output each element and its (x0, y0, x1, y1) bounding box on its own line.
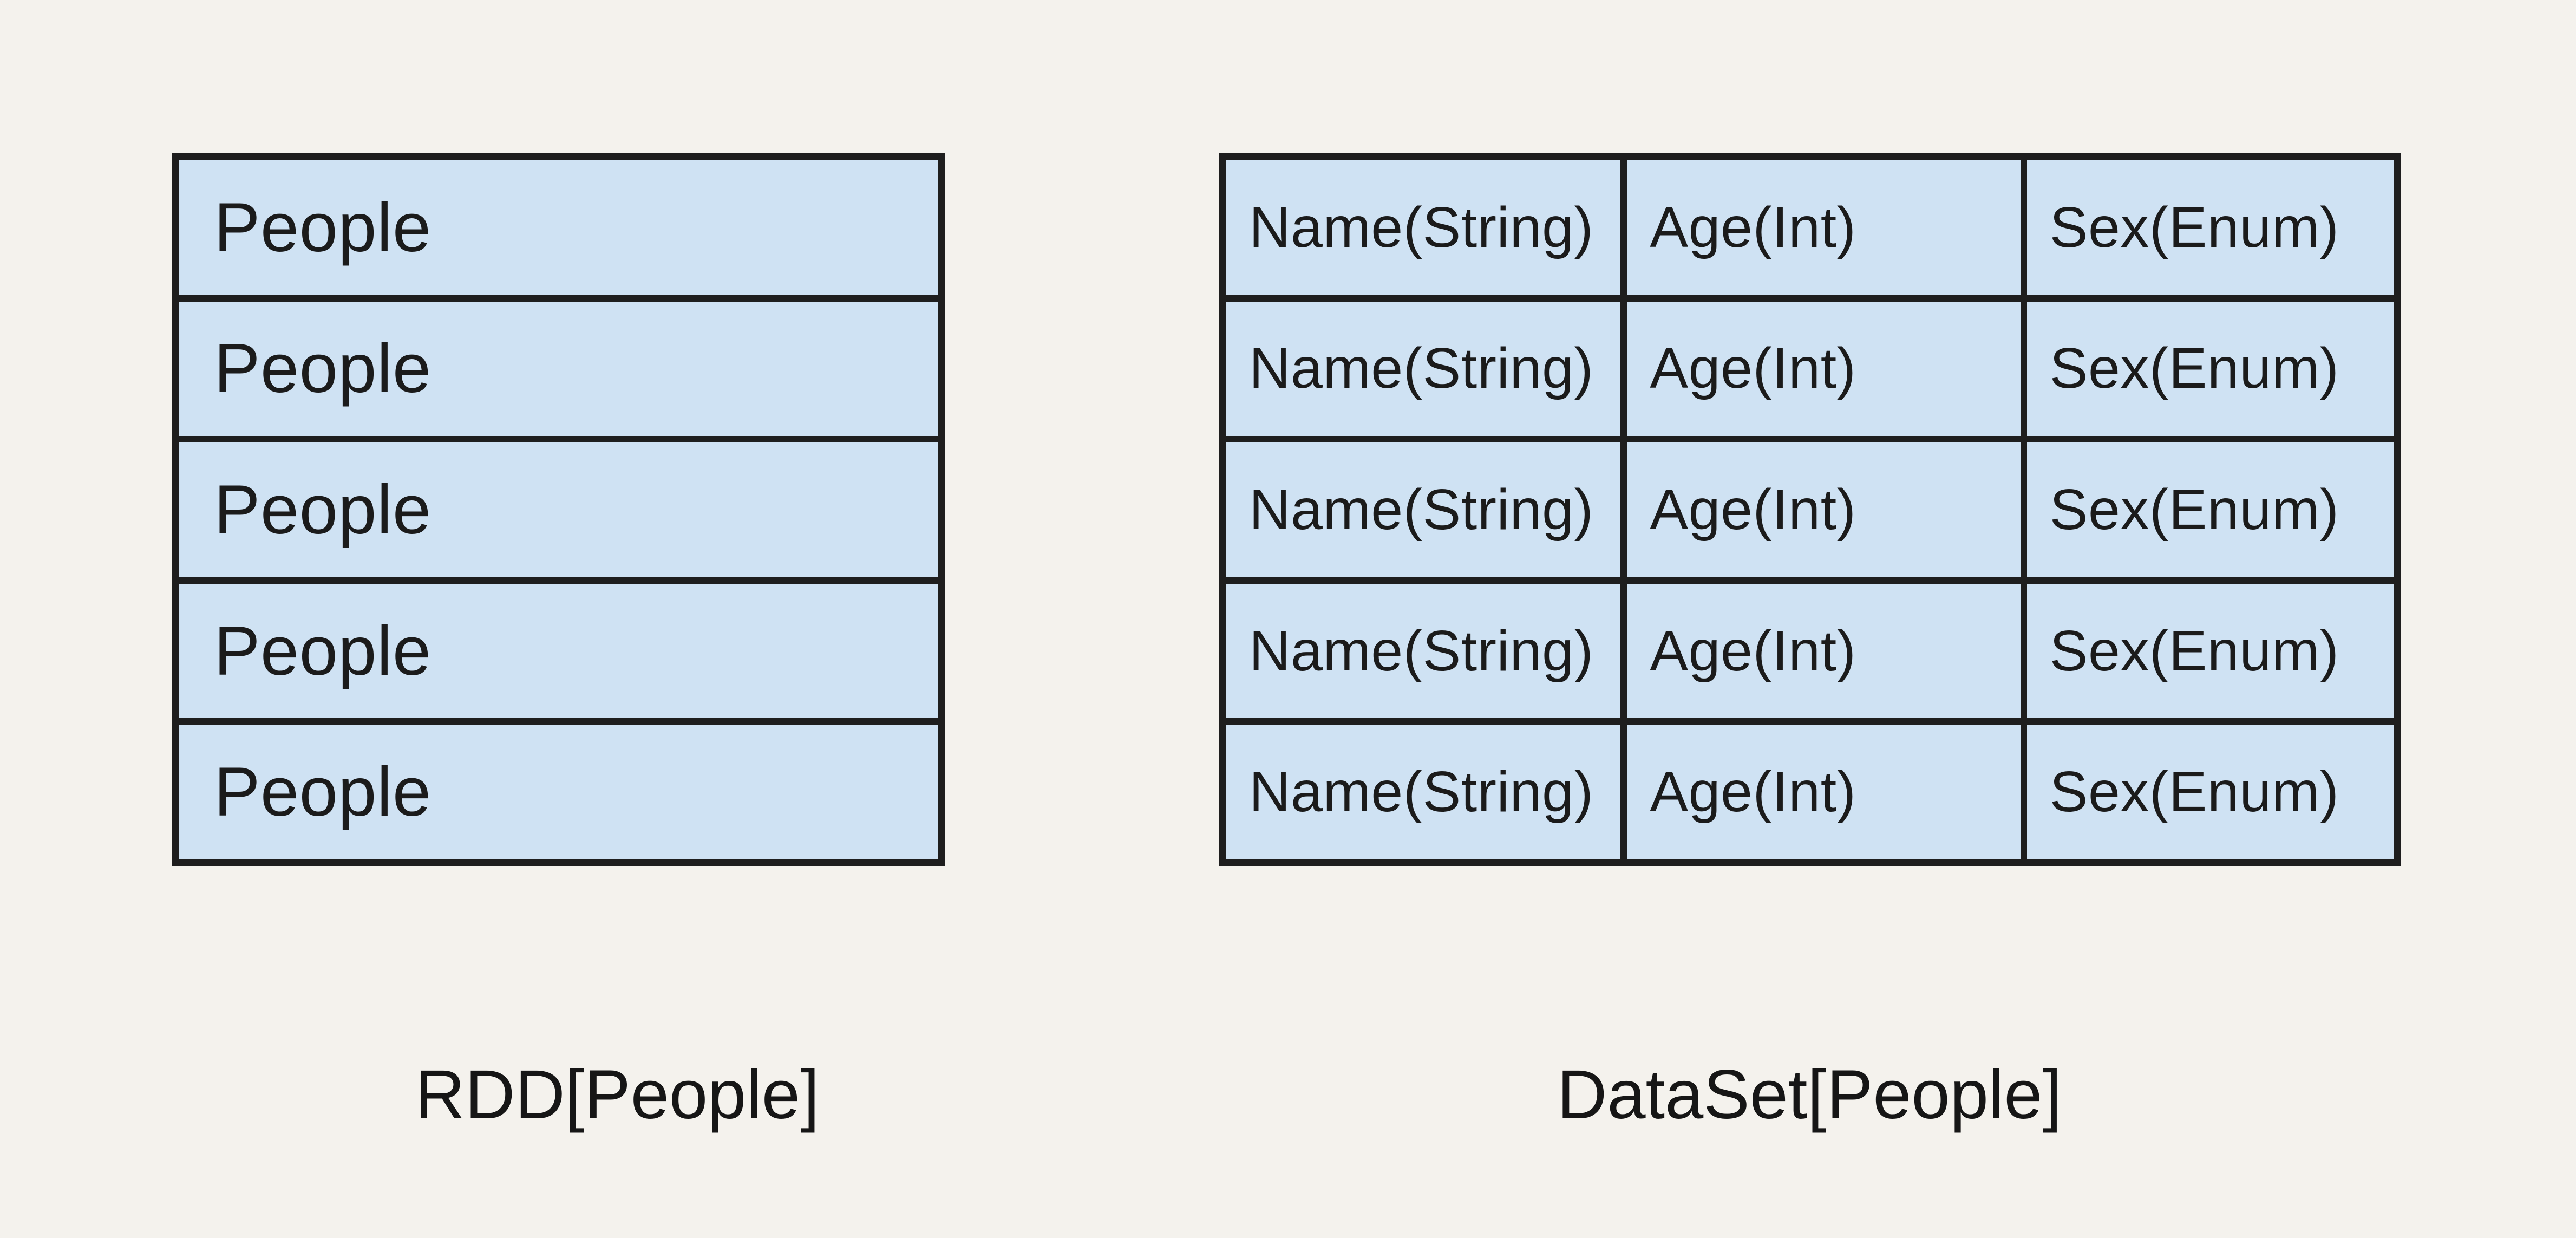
dataset-cell: Name(String) (1226, 583, 1621, 719)
dataset-table: Name(String) Age(Int) Sex(Enum) Name(Str… (1219, 153, 2401, 866)
dataset-cell: Age(Int) (1627, 160, 2021, 295)
dataset-cell: Age(Int) (1627, 583, 2021, 719)
dataset-cell: Sex(Enum) (2026, 301, 2394, 436)
dataset-cell: Name(String) (1226, 442, 1621, 577)
dataset-cell: Name(String) (1226, 301, 1621, 436)
rdd-row-label: People (214, 330, 431, 408)
rdd-row: People (179, 160, 938, 295)
dataset-cell: Sex(Enum) (2026, 583, 2394, 719)
rdd-caption: RDD[People] (415, 1056, 820, 1133)
dataset-cell: Sex(Enum) (2026, 442, 2394, 577)
rdd-row-label: People (214, 753, 431, 831)
dataset-cell: Name(String) (1226, 725, 1621, 859)
dataset-cell: Sex(Enum) (2026, 160, 2394, 295)
rdd-row: People (179, 442, 938, 577)
rdd-table: People People People People People (172, 153, 945, 866)
rdd-row: People (179, 301, 938, 436)
dataset-cell: Name(String) (1226, 160, 1621, 295)
rdd-row-label: People (214, 471, 431, 549)
dataset-caption: DataSet[People] (1557, 1056, 2062, 1133)
dataset-cell: Age(Int) (1627, 301, 2021, 436)
dataset-cell: Age(Int) (1627, 442, 2021, 577)
dataset-cell: Age(Int) (1627, 725, 2021, 859)
rdd-row-label: People (214, 188, 431, 266)
rdd-row: People (179, 725, 938, 859)
rdd-row: People (179, 583, 938, 719)
rdd-row-label: People (214, 612, 431, 690)
dataset-cell: Sex(Enum) (2026, 725, 2394, 859)
